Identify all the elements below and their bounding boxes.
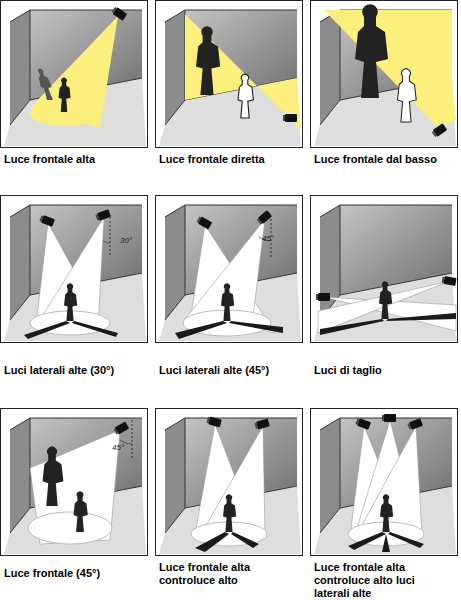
spotlight — [283, 114, 297, 122]
figure — [380, 494, 393, 532]
panel-front-low — [311, 1, 458, 148]
panel-side-30 — [1, 196, 148, 343]
figure — [238, 74, 253, 118]
angle-label: 30° — [120, 236, 150, 245]
panel-front-back-side — [311, 409, 458, 556]
light-cone — [30, 16, 118, 128]
angle-label: 45° — [112, 443, 142, 452]
caption: Luce frontale (45°) — [4, 567, 152, 580]
shadow — [35, 69, 56, 100]
spotlight — [196, 216, 212, 230]
spotlight — [95, 209, 111, 221]
shadow — [229, 321, 283, 333]
figure — [221, 283, 234, 321]
panel-front-back — [156, 409, 303, 556]
shadow — [348, 532, 386, 550]
figure — [64, 283, 77, 321]
caption: Luci di taglio — [314, 364, 460, 377]
caption: Luce frontale alta controluce alto luci … — [314, 561, 426, 600]
light-cone — [199, 426, 265, 538]
stage-box — [311, 196, 458, 343]
spotlight — [407, 418, 423, 430]
figure — [59, 78, 71, 112]
caption: Luce frontale alta controluce alto — [159, 561, 271, 587]
spotlight — [206, 416, 222, 427]
light-cone — [185, 14, 301, 130]
caption: Luci laterali alte (30°) — [4, 364, 152, 377]
stage-box — [311, 1, 458, 148]
angle-label: 45° — [262, 234, 292, 243]
panel-front-45 — [1, 409, 148, 556]
caption: Luce frontale diretta — [159, 153, 307, 166]
shadow — [231, 532, 259, 548]
wall-shadow — [43, 447, 64, 506]
spotlight — [355, 418, 371, 430]
spotlight — [111, 6, 127, 21]
spotlight — [441, 276, 456, 286]
shadow — [320, 319, 384, 335]
spotlight — [382, 414, 396, 422]
caption: Luce frontale alta — [4, 153, 152, 166]
caption: Luce frontale dal basso — [314, 153, 460, 166]
stage-box — [1, 1, 148, 148]
figure — [74, 491, 88, 532]
stage-box — [311, 409, 458, 556]
panel-side-45 — [156, 196, 303, 343]
panel-cross — [311, 196, 458, 343]
stage-box — [1, 196, 148, 343]
figure — [223, 494, 236, 532]
wall-shadow — [355, 4, 388, 98]
light-cone — [324, 10, 456, 128]
spotlight — [316, 293, 330, 301]
light-cone — [356, 426, 422, 536]
shadow — [388, 532, 424, 548]
panel-front-direct — [156, 1, 303, 148]
shadow — [386, 313, 456, 321]
stage-box — [156, 409, 303, 556]
angle-line — [110, 217, 111, 255]
figure — [379, 281, 392, 319]
panel-front-high — [1, 1, 148, 148]
spotlight — [254, 419, 270, 430]
shadow — [24, 321, 70, 339]
spotlight — [39, 215, 55, 227]
shadow — [382, 534, 390, 552]
light-cone — [38, 217, 104, 329]
stage-box — [156, 1, 303, 148]
shadow — [195, 532, 229, 552]
shadow — [175, 321, 227, 339]
caption: Luci laterali alte (45°) — [159, 364, 307, 377]
spotlight — [431, 123, 447, 138]
angle-arc — [103, 241, 110, 243]
spotlight — [256, 210, 272, 225]
spotlight — [113, 422, 129, 436]
stage-box — [156, 196, 303, 343]
wall-shadow — [196, 26, 220, 95]
light-beam — [318, 281, 450, 333]
angle-line — [132, 420, 133, 458]
figure — [398, 69, 417, 122]
stage-box — [1, 409, 148, 556]
shadow — [72, 321, 118, 337]
light-pool — [28, 512, 112, 544]
